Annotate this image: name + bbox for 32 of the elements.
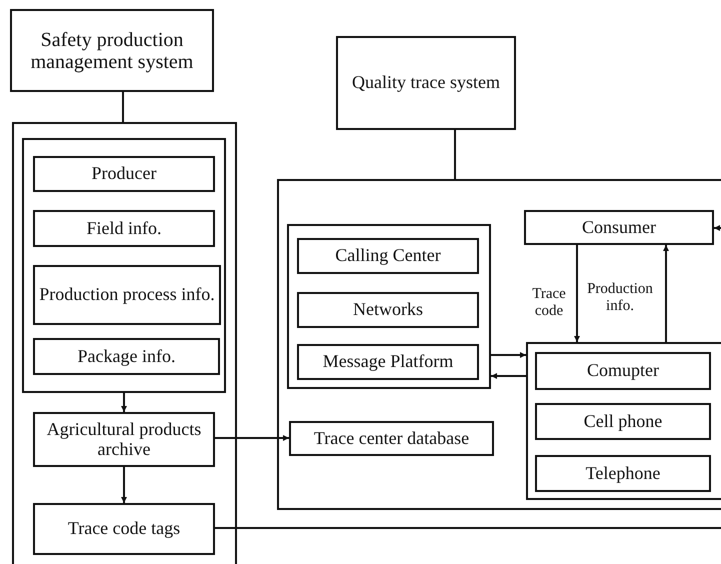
process-box: Safety production management system bbox=[10, 9, 214, 92]
process-box: Package info. bbox=[33, 338, 220, 375]
group-container bbox=[12, 122, 237, 564]
process-box: Producer bbox=[33, 156, 215, 192]
process-box: Trace code tags bbox=[33, 503, 215, 555]
arrow bbox=[121, 393, 127, 412]
process-box: Calling Center bbox=[297, 238, 479, 274]
connector-line bbox=[122, 92, 124, 122]
arrow bbox=[574, 245, 580, 342]
process-box: Consumer bbox=[524, 210, 714, 245]
arrow bbox=[714, 225, 721, 231]
process-box: Quality trace system bbox=[336, 36, 516, 130]
group-container bbox=[287, 224, 491, 389]
process-box: Networks bbox=[297, 292, 479, 328]
arrow bbox=[491, 373, 526, 379]
arrow bbox=[215, 435, 289, 441]
arrow bbox=[663, 245, 669, 342]
process-box: Trace center database bbox=[289, 421, 494, 456]
process-box: Telephone bbox=[535, 455, 711, 492]
process-box: Field info. bbox=[33, 210, 215, 247]
process-box: Agricultural products archive bbox=[33, 412, 215, 467]
process-box: Cell phone bbox=[535, 403, 711, 440]
arrow bbox=[491, 352, 526, 358]
process-box: Comupter bbox=[535, 352, 711, 390]
process-box: Production process info. bbox=[33, 265, 221, 325]
group-container bbox=[22, 138, 226, 393]
process-box: Message Platform bbox=[297, 344, 479, 380]
arrow bbox=[121, 467, 127, 503]
connector-line bbox=[454, 130, 456, 179]
connector-line bbox=[215, 527, 721, 529]
group-container bbox=[277, 179, 721, 510]
group-container bbox=[526, 342, 721, 500]
